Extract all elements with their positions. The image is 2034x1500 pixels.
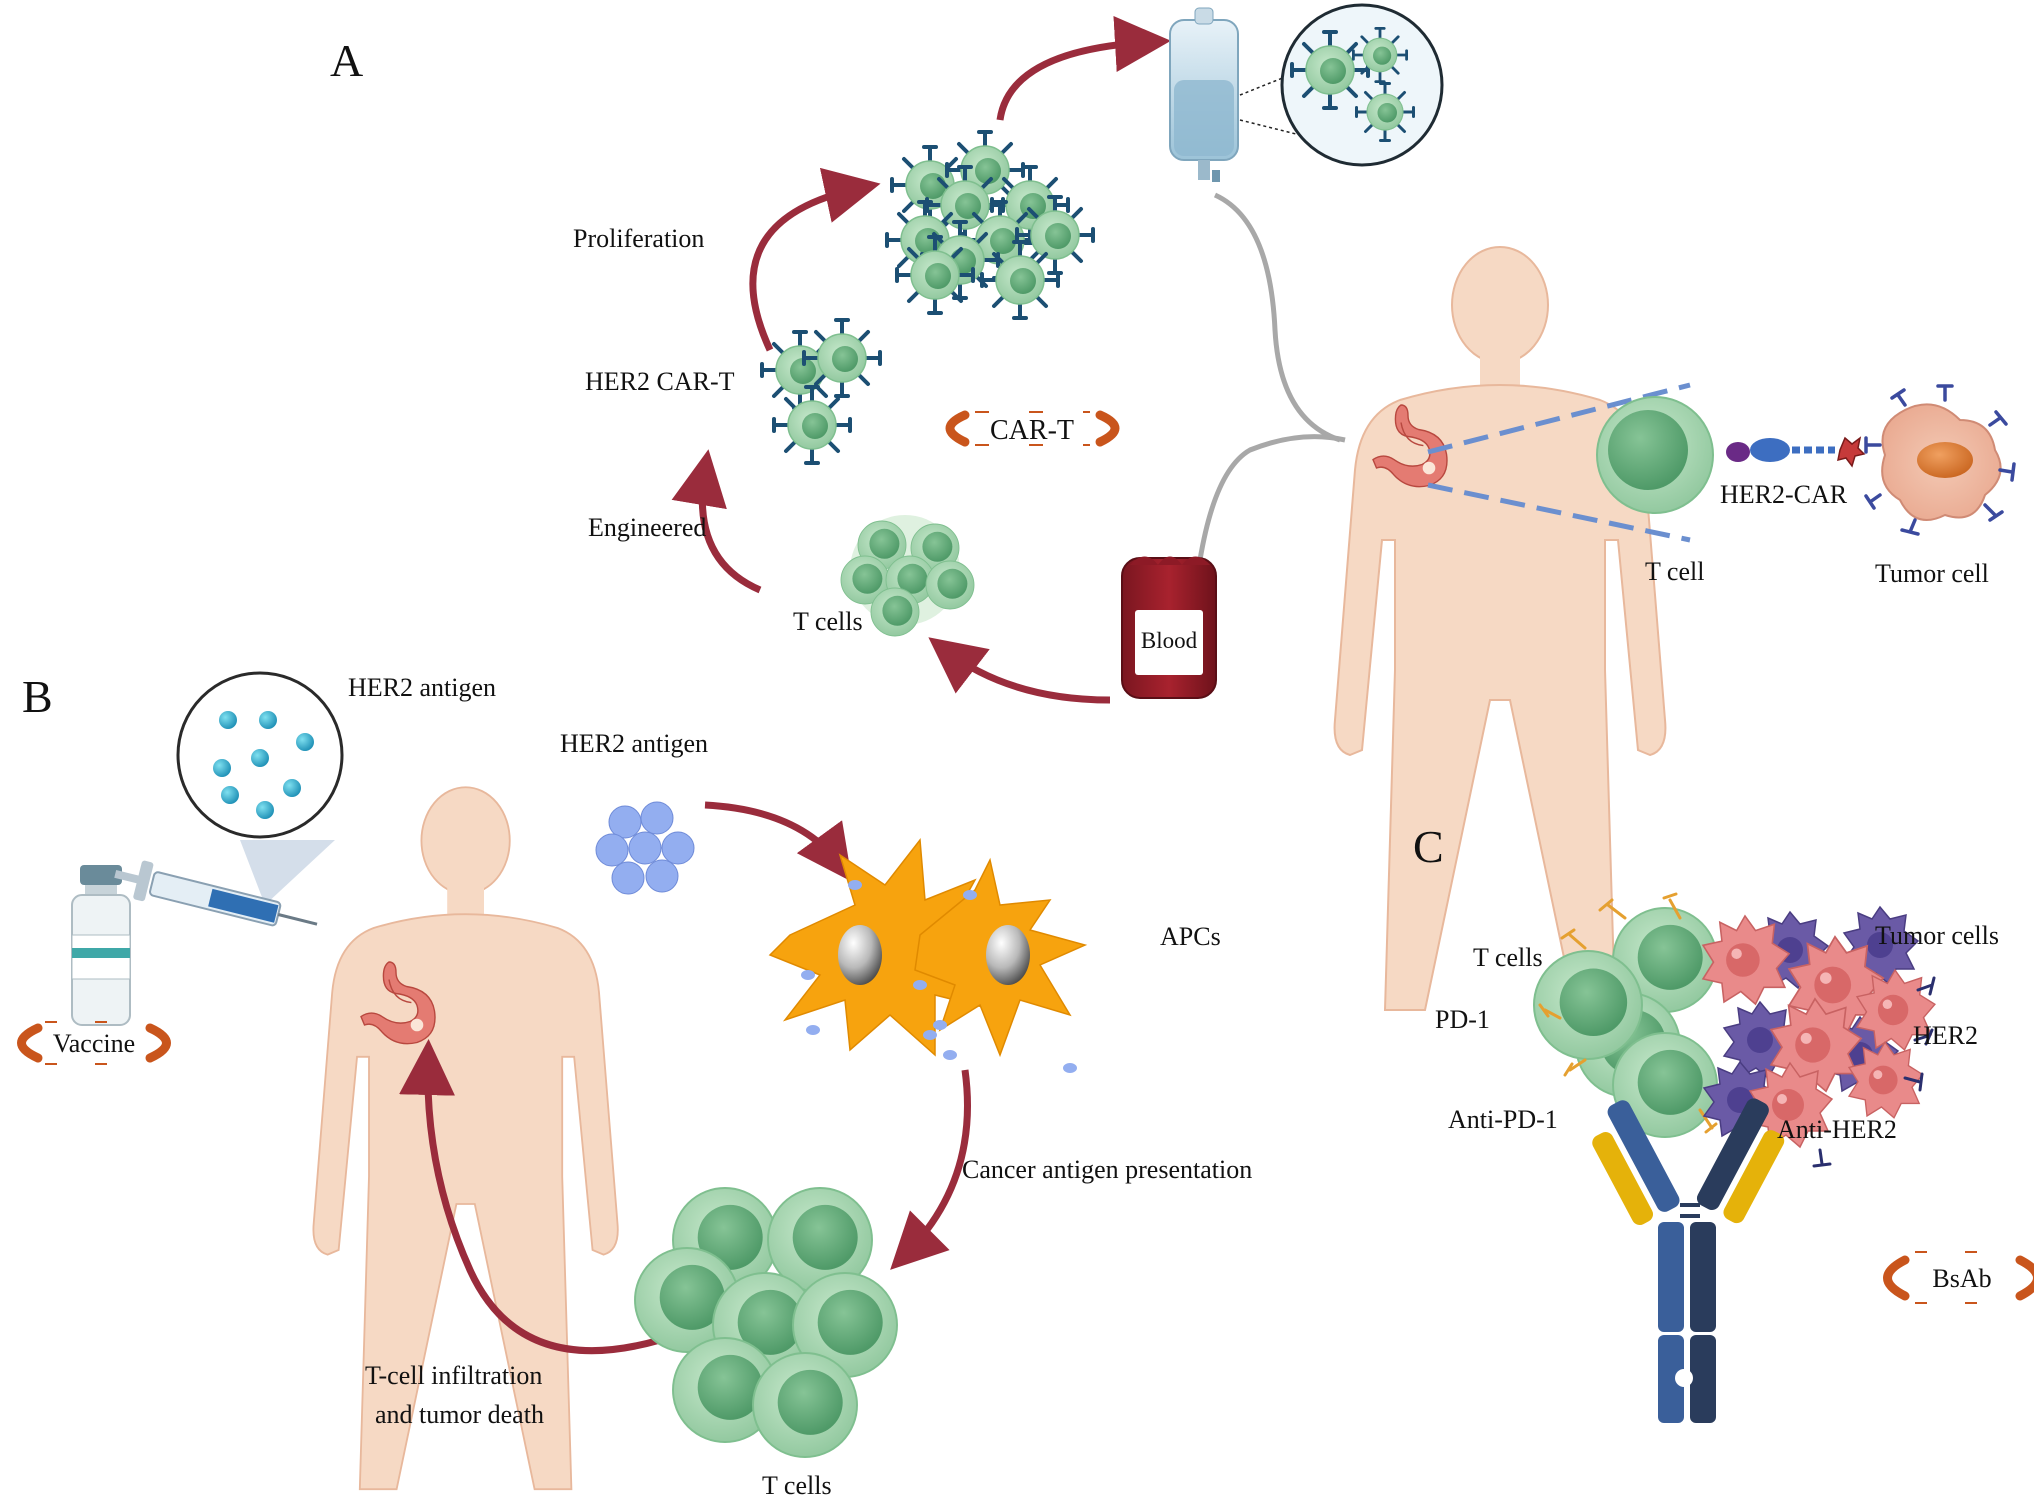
apc-cells xyxy=(768,838,1088,1058)
panel-a-letter: A xyxy=(330,35,363,86)
panel-b: B xyxy=(17,671,1252,1500)
arrow-proliferation xyxy=(749,167,881,352)
tumor-cells-label: Tumor cells xyxy=(1875,921,1999,950)
engineered-label: Engineered xyxy=(588,513,706,542)
arrow-blood-to-tcells xyxy=(928,637,1111,704)
cancer-antigen-presentation-label: Cancer antigen presentation xyxy=(962,1155,1252,1184)
tumor-cell-label: Tumor cell xyxy=(1875,559,1989,588)
proliferated-cart-cluster xyxy=(885,130,1095,320)
arrow-tcells-to-tumor xyxy=(399,1039,661,1355)
her2-label: HER2 xyxy=(1913,1021,1978,1050)
t-cell-large xyxy=(1596,396,1714,514)
apc-antigen-dots xyxy=(801,880,1077,1073)
tcells-a-label: T cells xyxy=(793,607,863,636)
tumor-cell-a xyxy=(1864,384,2016,536)
bsab-badge-text: BsAb xyxy=(1932,1264,1991,1293)
zoom-cart-cell-2 xyxy=(1352,26,1408,83)
proliferation-label: Proliferation xyxy=(573,224,704,253)
her2-car-receptor xyxy=(1726,436,1866,468)
tcells-cluster-a xyxy=(840,515,975,637)
tcells-cluster-b xyxy=(634,1187,898,1458)
apcs-label: APCs xyxy=(1160,922,1221,951)
t-cell-label: T cell xyxy=(1645,557,1704,586)
infusion-bag xyxy=(1169,7,1239,182)
infiltration-label-line1: T-cell infiltration xyxy=(365,1361,542,1390)
blood-label: Blood xyxy=(1141,628,1198,653)
arrow-to-infusion xyxy=(996,16,1171,121)
patient-body-a xyxy=(1333,246,1667,1011)
arrow-antigen-to-apc xyxy=(704,801,853,882)
car-t-badge: CAR-T xyxy=(945,410,1120,447)
bispecific-antibody xyxy=(1592,1098,1785,1423)
panel-c-letter: C xyxy=(1413,821,1444,872)
her2-antigen-cluster xyxy=(595,801,695,895)
her2-antigen-vaccine-label: HER2 antigen xyxy=(348,673,496,702)
pd1-receptors xyxy=(1538,892,1718,1134)
pd1-label: PD-1 xyxy=(1435,1005,1490,1034)
infusion-zoom-circle xyxy=(1280,3,1444,167)
bsab-badge: BsAb xyxy=(1883,1251,2034,1304)
tcells-c-label: T cells xyxy=(1473,943,1543,972)
panel-c: C xyxy=(1413,821,2034,1423)
arrow-apc-to-tcells xyxy=(890,1069,971,1270)
infusion-line xyxy=(1213,192,1341,443)
her2-antigen-label: HER2 antigen xyxy=(560,729,708,758)
infiltration-label-line2: and tumor death xyxy=(375,1400,544,1429)
zoom-cart-cell-1 xyxy=(1290,30,1370,110)
zoom-cart-cell-3 xyxy=(1355,82,1415,142)
arrow-engineered xyxy=(671,449,762,594)
vaccine-badge: Vaccine xyxy=(17,1021,171,1065)
anti-her2-label: Anti-HER2 xyxy=(1777,1115,1897,1144)
tcells-b-label: T cells xyxy=(762,1471,832,1500)
her2-receptors-c xyxy=(1812,976,1936,1168)
vaccine-syringe xyxy=(114,860,318,927)
car-t-badge-text: CAR-T xyxy=(990,415,1074,446)
panel-b-letter: B xyxy=(22,671,53,722)
her2-cart-cells xyxy=(760,318,882,465)
her2-cart-label: HER2 CAR-T xyxy=(585,367,735,396)
her2-car-label: HER2-CAR xyxy=(1720,480,1848,509)
vaccine-badge-text: Vaccine xyxy=(53,1029,135,1058)
vaccine-vial xyxy=(71,865,131,1026)
panel-a: A xyxy=(330,3,2016,1011)
blood-bag: Blood xyxy=(1121,556,1217,699)
vaccine-antigen-dots xyxy=(213,711,314,819)
blood-draw-line xyxy=(1197,434,1346,561)
anti-pd1-label: Anti-PD-1 xyxy=(1448,1105,1558,1134)
